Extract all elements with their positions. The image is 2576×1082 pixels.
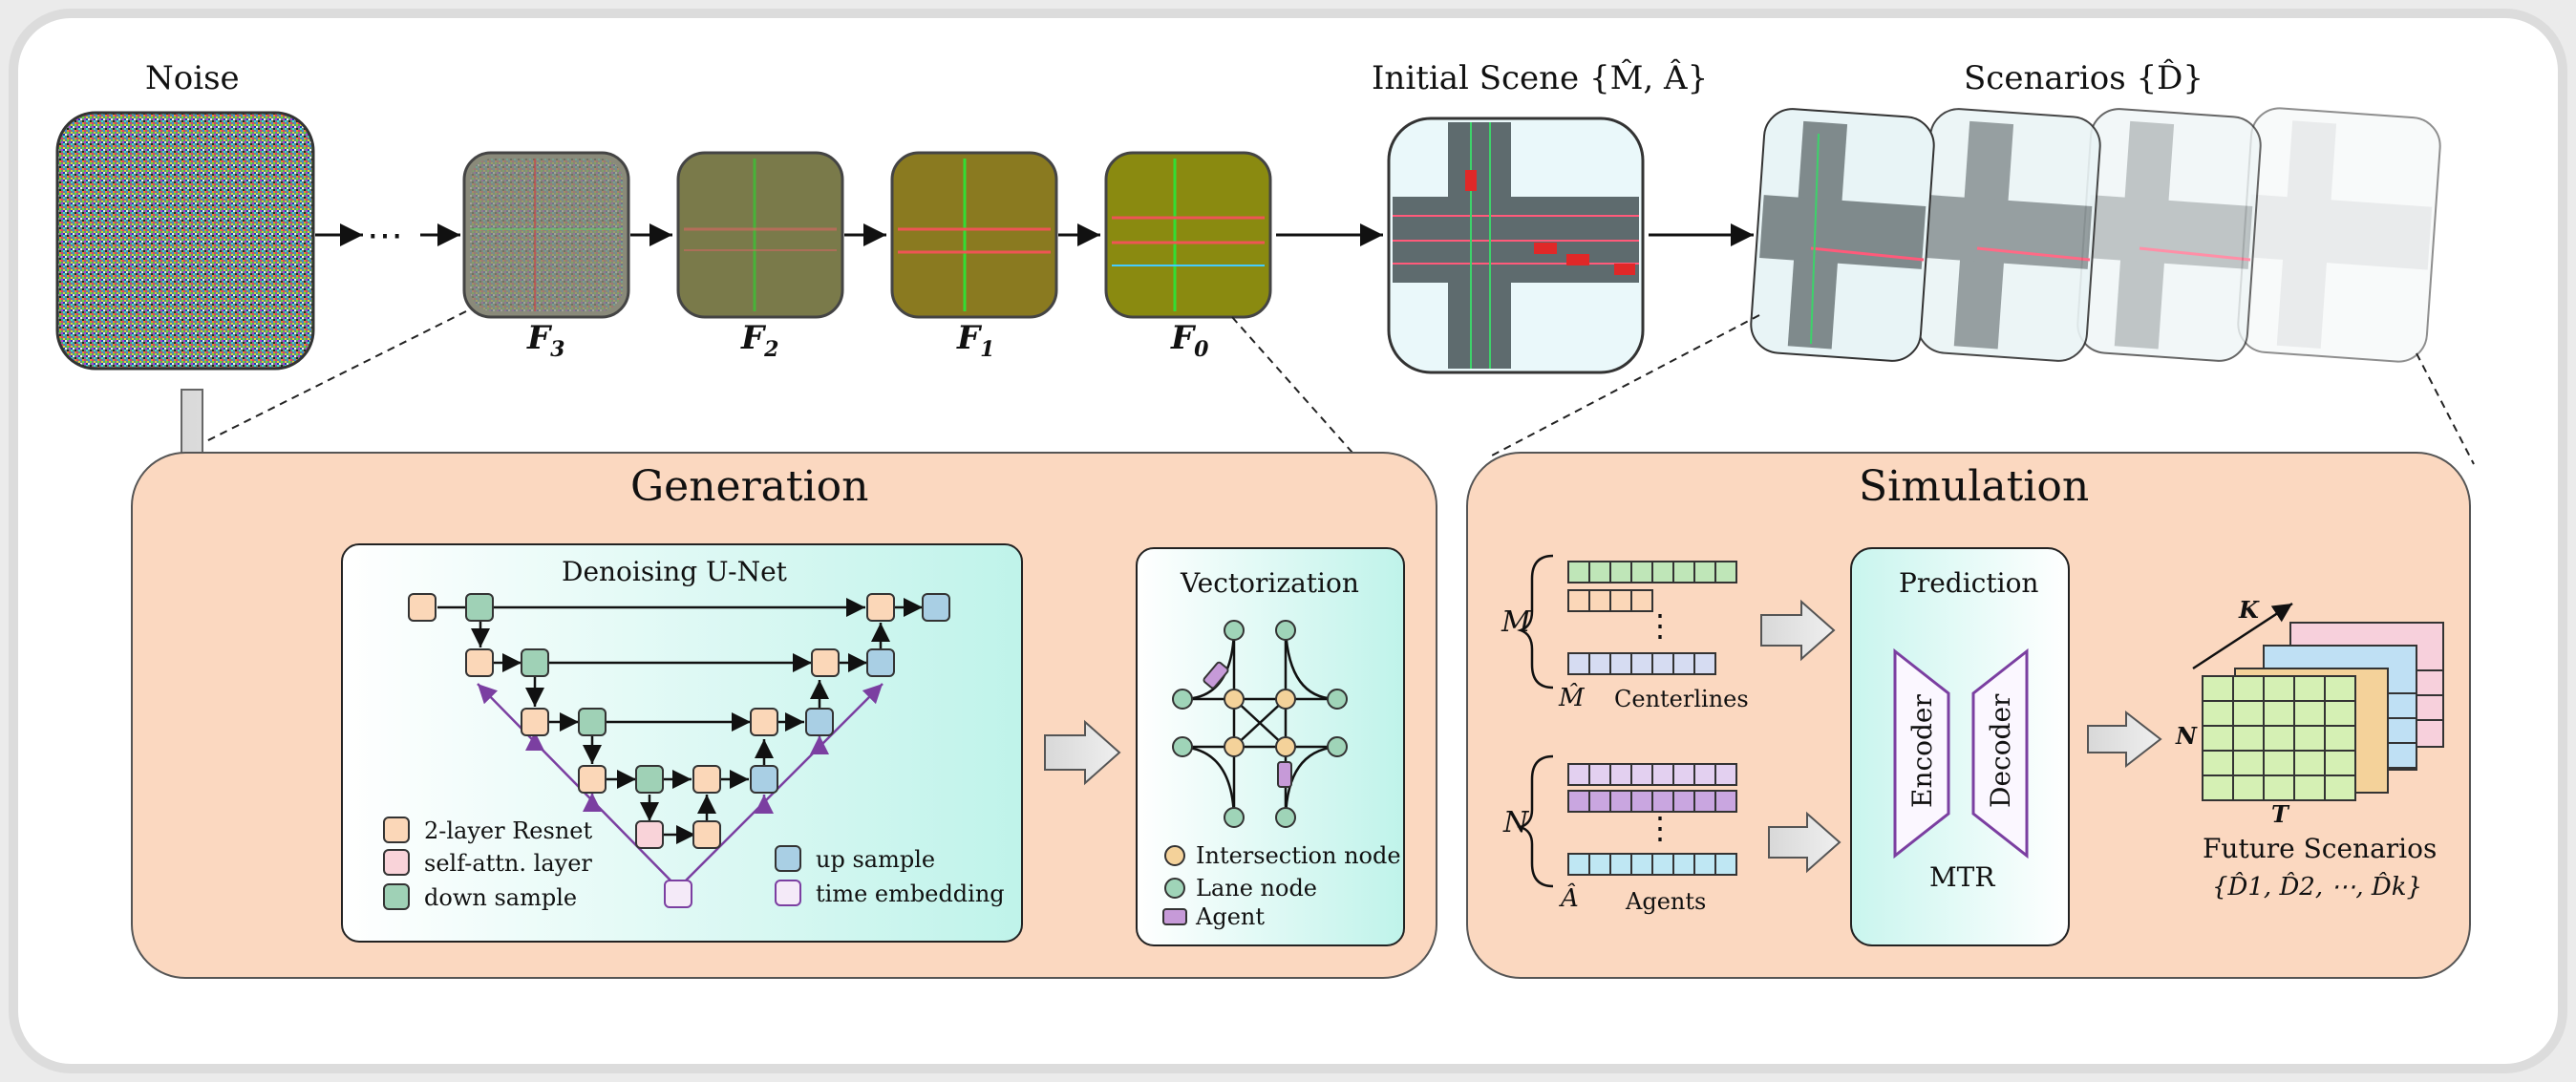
frame-label-f0: F0 (1171, 319, 1209, 362)
arrow-centerlines-to-mtr (1760, 599, 1836, 662)
m-brace (1517, 554, 1554, 690)
unet-box (341, 543, 1023, 943)
agents-label: Agents (1626, 888, 1707, 915)
agent-rows (1567, 763, 1737, 876)
grid-layer-1 (2202, 675, 2356, 801)
agent-vdots: ⋮ (1645, 810, 1675, 846)
arrow-agents-to-mtr (1768, 811, 1842, 874)
scenario-card-4 (2237, 107, 2441, 363)
initial-scene-image (1387, 117, 1645, 374)
frame-label-f1: F1 (957, 319, 995, 362)
frame-f0-image (1104, 151, 1272, 319)
unet-title: Denoising U-Net (562, 556, 787, 587)
frame-f2-image (676, 151, 844, 319)
simulation-title: Simulation (1859, 462, 2090, 511)
arrow-to-vectorization (1044, 719, 1121, 786)
legend-self-attn-label: self-attn. layer (424, 850, 592, 877)
future-grids (2192, 602, 2444, 801)
legend-time-swatch (775, 880, 801, 906)
vectorization-graph (1162, 620, 1348, 925)
legend-down-label: down sample (424, 884, 578, 911)
legend-resnet-swatch (383, 817, 410, 843)
ellipsis: ⋯ (367, 214, 403, 256)
legend-resnet-label: 2-layer Resnet (424, 817, 593, 844)
legend-intersection-label: Intersection node (1196, 842, 1401, 869)
initial-scene-label: Initial Scene {M̂, Â} (1372, 59, 1709, 97)
encoder-shape (1893, 647, 1950, 859)
scenarios-label: Scenarios {D̂} (1964, 59, 2203, 97)
scenario-card-1 (1750, 108, 1935, 362)
prediction-title: Prediction (1899, 567, 2039, 599)
legend-agent-swatch (1162, 908, 1187, 925)
legend-up-swatch (775, 845, 801, 872)
t-label: T (2271, 800, 2289, 828)
a-hat-label: Â (1561, 884, 1579, 913)
encoder-label: Encoder (1906, 694, 1938, 808)
legend-up-label: up sample (816, 846, 936, 873)
future-label: Future Scenarios (2203, 833, 2438, 864)
decoder-shape (1971, 647, 2029, 859)
legend-lane-swatch (1164, 878, 1185, 899)
decoder-label: Decoder (1985, 693, 2016, 808)
generation-title: Generation (630, 462, 869, 511)
scenario-card-3 (2076, 108, 2262, 362)
legend-down-swatch (383, 883, 410, 910)
frame-label-f3: F3 (527, 319, 565, 362)
unet-diagram (383, 593, 950, 910)
frame-f1-image (890, 151, 1058, 319)
scenario-card-2 (1916, 108, 2101, 362)
n-brace (1517, 754, 1554, 888)
noise-label: Noise (145, 59, 240, 97)
frame-f3-image (462, 151, 630, 319)
legend-lane-label: Lane node (1196, 875, 1318, 902)
n-label: N (1503, 806, 1529, 839)
mtr-label: MTR (1929, 861, 1995, 893)
legend-time-label: time embedding (816, 880, 1005, 907)
centerline-vdots: ⋮ (1645, 607, 1675, 644)
centerline-rows (1567, 561, 1737, 675)
centerlines-label: Centerlines (1614, 686, 1749, 712)
m-hat-label: M̂ (1559, 684, 1585, 712)
frame-label-f2: F2 (741, 319, 779, 362)
n-grid-label: N (2176, 722, 2197, 750)
legend-intersection-swatch (1164, 845, 1185, 866)
arrow-mtr-to-future (2087, 710, 2162, 769)
legend-agent-label: Agent (1196, 903, 1265, 930)
vectorization-title: Vectorization (1181, 567, 1359, 599)
legend-self-attn-swatch (383, 849, 410, 876)
m-label: M (1501, 605, 1531, 639)
noise-image (55, 111, 315, 371)
k-label: K (2239, 596, 2259, 624)
future-set-label: {D̂1, D̂2, ⋯, D̂k} (2212, 873, 2423, 902)
